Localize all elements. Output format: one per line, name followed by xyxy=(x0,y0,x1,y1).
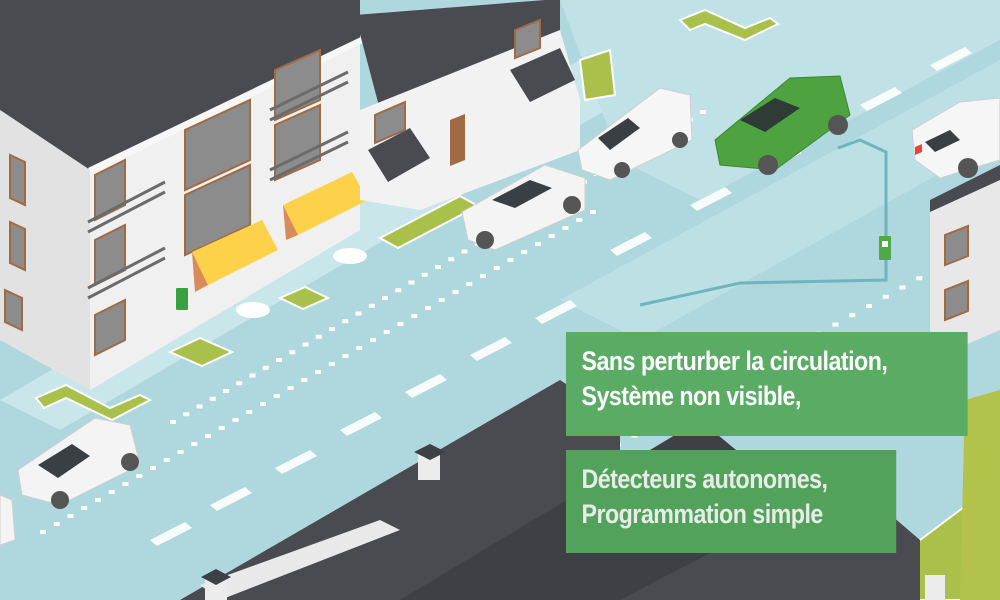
grass-right xyxy=(960,390,1000,600)
house-middle xyxy=(355,0,580,210)
apartment-building xyxy=(0,0,368,390)
sidewalk-right xyxy=(560,60,1000,340)
caption-box-2: Détecteurs autonomes, Programmation simp… xyxy=(566,450,897,553)
white-car-partial xyxy=(0,494,16,546)
caption-2-line-2: Programmation simple xyxy=(581,499,823,529)
caption-box-1: Sans perturber la circulation, Système n… xyxy=(566,332,968,436)
white-suv xyxy=(17,417,141,509)
bottom-houses xyxy=(180,380,945,600)
white-car-2 xyxy=(911,97,1000,179)
caption-1-line-1: Sans perturber la circulation, xyxy=(581,346,888,376)
caption-1-line-2: Système non visible, xyxy=(581,381,801,411)
detector-post xyxy=(639,138,891,307)
white-car-1 xyxy=(461,164,586,251)
caption-2-line-1: Détecteurs autonomes, xyxy=(581,464,828,494)
green-car xyxy=(714,75,851,175)
white-van xyxy=(577,87,693,181)
lane-markings xyxy=(150,47,972,546)
building-right xyxy=(930,165,1000,360)
